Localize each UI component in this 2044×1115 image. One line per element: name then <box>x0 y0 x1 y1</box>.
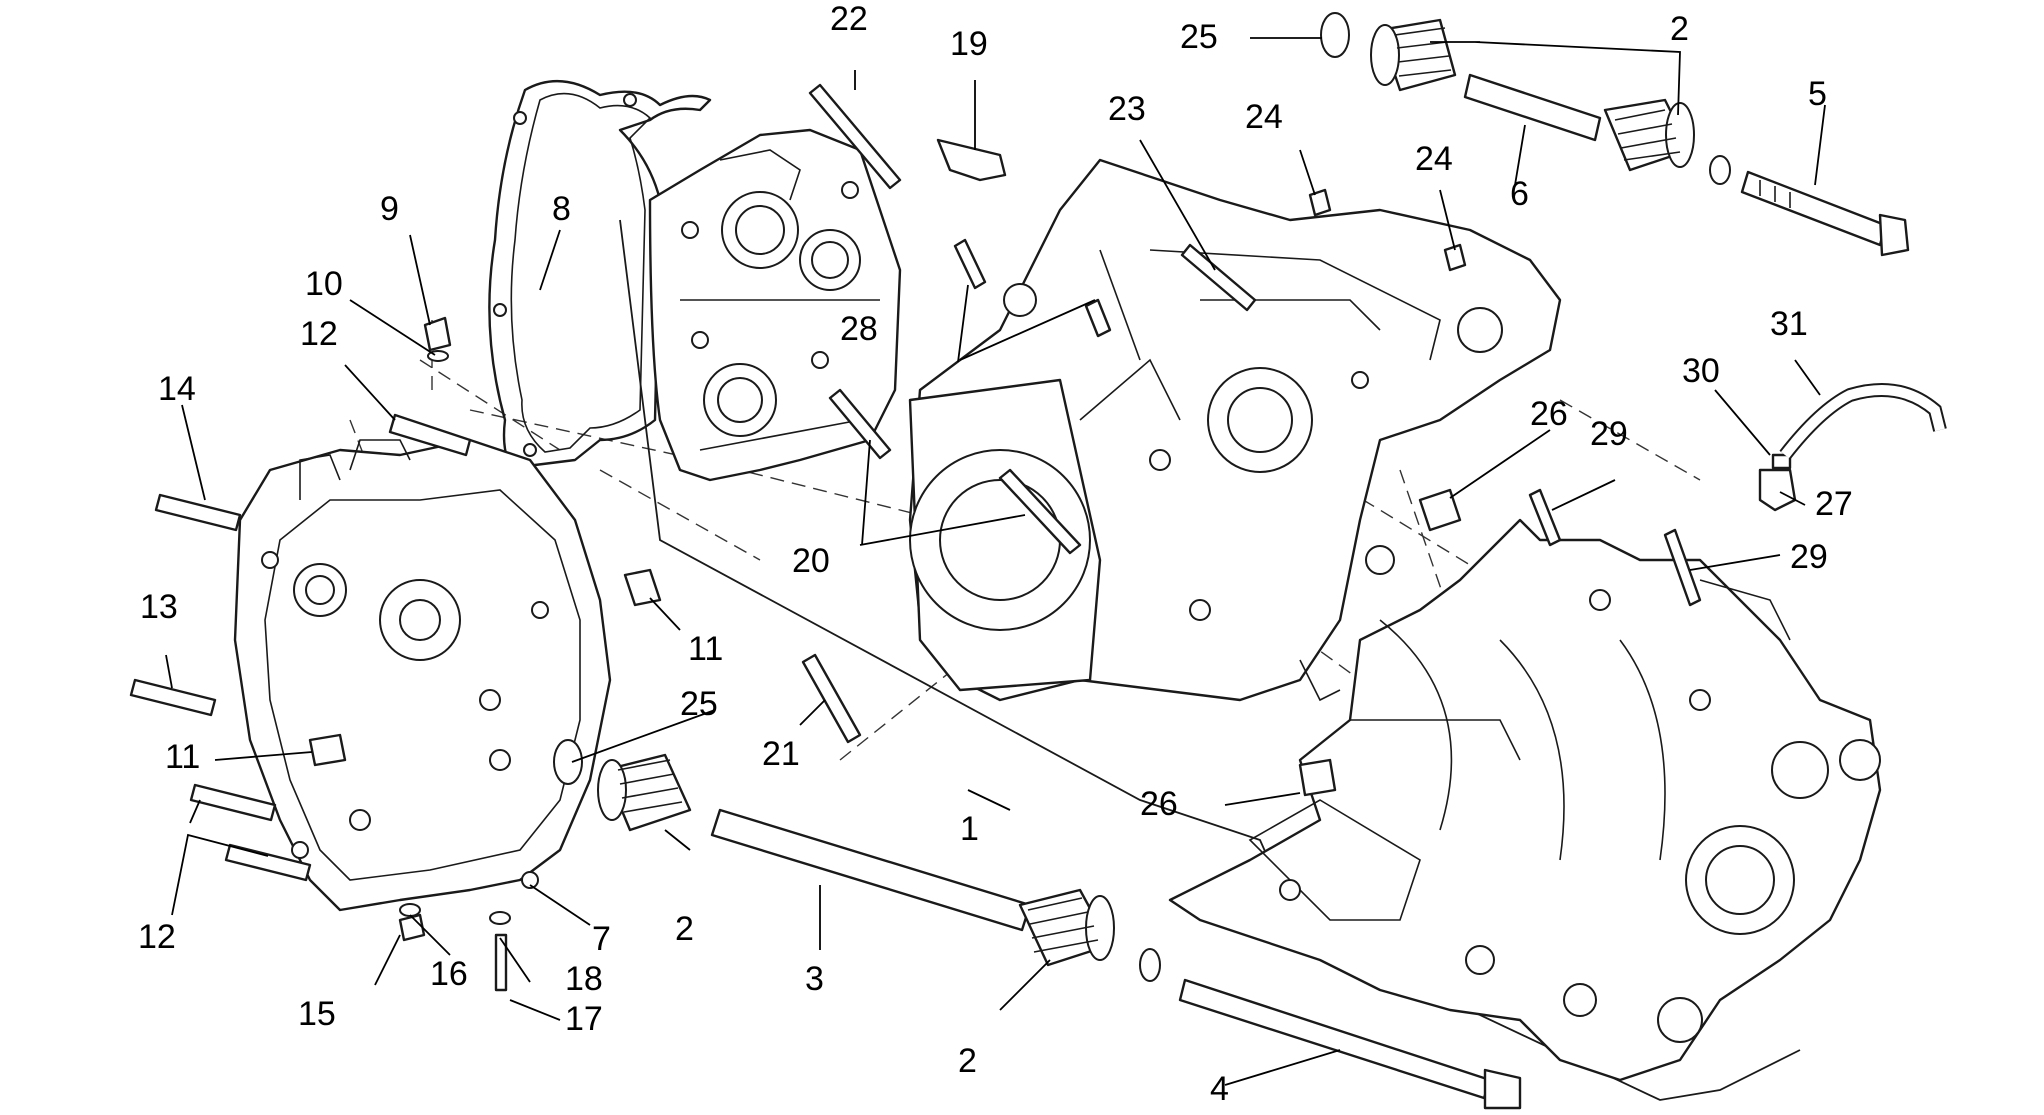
callout-16: 16 <box>430 955 468 993</box>
bolt-13 <box>129 678 217 717</box>
callout-labels: 1 2 2 2 3 4 5 6 7 8 9 10 11 11 12 12 13 … <box>138 0 1853 1108</box>
callout-21: 21 <box>762 735 800 773</box>
fitting-27 <box>1758 468 1797 512</box>
callout-4: 4 <box>1210 1070 1229 1108</box>
callout-5: 5 <box>1808 75 1827 113</box>
dowel-11-left <box>308 733 347 767</box>
bolt-4 <box>1178 978 1522 1110</box>
bolt-21 <box>801 653 862 744</box>
callout-27: 27 <box>1815 485 1853 523</box>
callout-25: 25 <box>680 685 718 723</box>
stud-29-left <box>1528 488 1562 547</box>
callout-11: 11 <box>688 630 723 668</box>
washer-18 <box>489 911 511 925</box>
dowel-26-bottom <box>1298 758 1337 797</box>
callout-28: 28 <box>840 310 878 348</box>
bolt-20b <box>828 388 892 460</box>
callout-13: 13 <box>140 588 178 626</box>
stud-29-right <box>1663 528 1702 607</box>
washer-16 <box>399 903 421 917</box>
gear-2-top-right <box>1603 98 1695 172</box>
callout-26: 26 <box>1530 395 1568 433</box>
stud-23 <box>1180 243 1257 312</box>
callout-25: 25 <box>1180 18 1218 56</box>
shaft-3 <box>710 808 1032 932</box>
small-parts <box>129 12 1947 1110</box>
callout-12: 12 <box>300 315 338 353</box>
bolt-22 <box>808 83 902 190</box>
plug-15 <box>398 913 426 942</box>
screw-17 <box>494 933 508 992</box>
bolt-20 <box>998 468 1082 555</box>
callout-24: 24 <box>1415 140 1453 178</box>
callout-9: 9 <box>380 190 399 228</box>
callout-30: 30 <box>1682 352 1720 390</box>
callout-7: 7 <box>592 920 611 958</box>
cap-25-top <box>1320 12 1350 58</box>
plug-9 <box>423 316 452 352</box>
callout-29: 29 <box>1790 538 1828 576</box>
callout-2: 2 <box>1670 10 1689 48</box>
pin-28b <box>953 238 987 290</box>
callout-11: 11 <box>165 738 200 776</box>
callout-20: 20 <box>792 542 830 580</box>
callout-8: 8 <box>552 190 571 228</box>
bolt-5 <box>1740 170 1910 257</box>
callout-31: 31 <box>1770 305 1808 343</box>
callout-12: 12 <box>138 918 176 956</box>
gear-2-middle <box>597 753 692 832</box>
gear-2-top-left <box>1370 18 1457 92</box>
callout-24: 24 <box>1245 98 1283 136</box>
callout-19: 19 <box>950 25 988 63</box>
crankcase-upper-part <box>908 158 1562 702</box>
washer-4 <box>1139 948 1161 982</box>
dowel-11-right <box>623 568 662 607</box>
leader-lines <box>165 37 1826 1086</box>
callout-23: 23 <box>1108 90 1146 128</box>
callout-22: 22 <box>830 0 868 38</box>
callout-29: 29 <box>1590 415 1628 453</box>
dowel-26-top <box>1418 488 1462 532</box>
callout-14: 14 <box>158 370 196 408</box>
clamp-30 <box>1771 453 1792 470</box>
bolt-12-top <box>388 413 472 457</box>
callout-26: 26 <box>1140 785 1178 823</box>
gear-2-bottom <box>1018 888 1115 967</box>
callout-10: 10 <box>305 265 343 303</box>
pin-28 <box>1084 298 1112 338</box>
bolt-12-a <box>189 783 277 822</box>
callout-2: 2 <box>958 1042 977 1080</box>
bolt-14 <box>154 493 242 532</box>
cap-25-middle <box>553 739 583 785</box>
callout-18: 18 <box>565 960 603 998</box>
callout-3: 3 <box>805 960 824 998</box>
crankcase-lower-part <box>1168 518 1882 1082</box>
bracket-19 <box>936 138 1007 182</box>
bolt-12-b <box>224 843 312 882</box>
callout-2: 2 <box>675 910 694 948</box>
plug-24-left <box>1308 188 1332 217</box>
callout-6: 6 <box>1510 175 1529 213</box>
callout-15: 15 <box>298 995 336 1033</box>
side-cover-part-7 <box>233 438 612 912</box>
shaft-6 <box>1463 73 1602 142</box>
callout-17: 17 <box>565 1000 603 1038</box>
washer-5 <box>1709 155 1731 185</box>
callout-1: 1 <box>960 810 979 848</box>
